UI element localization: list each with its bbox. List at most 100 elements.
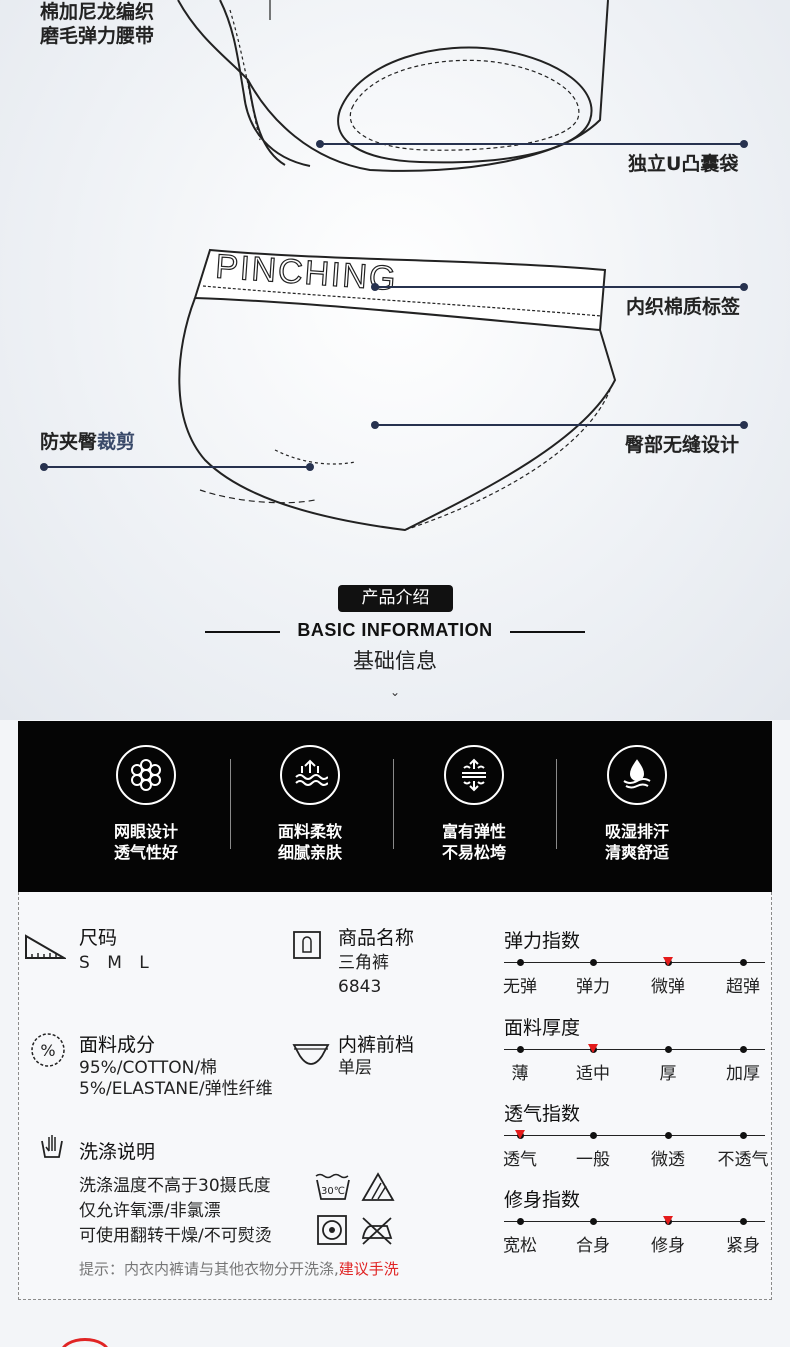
scale-dot	[665, 1132, 672, 1139]
scale-label: 透气	[503, 1150, 537, 1170]
chevron-down-icon: ⌄	[389, 685, 401, 699]
ruler-icon	[25, 934, 66, 959]
wash-temp-label: 30℃	[321, 1186, 345, 1197]
scale-title: 透气指数	[504, 1103, 581, 1125]
feature-moisture: 吸湿排汗 清爽舒适	[567, 745, 707, 863]
scale-dot	[517, 959, 524, 966]
scale-dot	[740, 1132, 747, 1139]
callout-leg-a: 防夹臀	[40, 431, 98, 453]
fabric-title: 面料成分	[79, 1034, 156, 1056]
pointer-dot	[740, 140, 748, 148]
scale-dot	[740, 959, 747, 966]
elastic-arrows-icon	[444, 745, 504, 805]
wash-30-icon: 30℃	[315, 1173, 350, 1200]
scale-selected-marker	[588, 1044, 598, 1053]
percent-icon: %	[31, 1033, 65, 1067]
wash-tip: 提示：内衣内裤请与其他衣物分开洗涤,建议手洗	[79, 1258, 399, 1279]
feature-mesh-line2: 透气性好	[113, 843, 178, 862]
scale-line	[504, 1135, 765, 1136]
scale-label: 厚	[659, 1064, 677, 1084]
hand-wash-icon	[41, 1135, 63, 1158]
scale-label: 微透	[651, 1150, 685, 1170]
product-illustration-area: 棉加尼龙编织 磨毛弹力腰带 独立U凸囊袋 PINCHING 内织棉质标签 臀部无…	[0, 0, 790, 720]
feature-elastic-line1: 富有弹性	[441, 822, 506, 841]
pointer-dot	[371, 283, 379, 291]
callout-pouch: 独立U凸囊袋	[628, 153, 739, 175]
scale-dot	[590, 1218, 597, 1225]
product-name-line2: 6843	[338, 977, 382, 997]
feature-divider	[556, 759, 557, 849]
wash-title: 洗涤说明	[79, 1141, 156, 1163]
scale-label: 薄	[511, 1064, 529, 1084]
pointer-dot	[316, 140, 324, 148]
scale-dot	[517, 1046, 524, 1053]
scale-label: 适中	[576, 1064, 610, 1084]
feature-divider	[230, 759, 231, 849]
scale-dot	[740, 1046, 747, 1053]
brand-badge	[60, 1338, 110, 1347]
soft-waves-icon	[280, 745, 340, 805]
section-title-cn: 基础信息	[353, 649, 437, 673]
feature-soft: 面料柔软 细腻亲肤	[240, 745, 380, 863]
feature-mesh-line1: 网眼设计	[113, 822, 178, 841]
scale-title: 面料厚度	[504, 1017, 581, 1039]
feature-mesh: 网眼设计 透气性好	[76, 745, 216, 863]
scale-title: 修身指数	[504, 1189, 581, 1211]
scale-label: 一般	[576, 1150, 610, 1170]
scale-title: 弹力指数	[504, 930, 581, 952]
feature-elastic: 富有弹性 不易松垮	[404, 745, 544, 863]
scale-dot	[517, 1218, 524, 1225]
tumble-dry-icon	[317, 1215, 347, 1245]
feature-soft-line1: 面料柔软	[277, 822, 342, 841]
scale-selected-marker	[663, 957, 673, 966]
fabric-line1: 95%/COTTON/棉	[79, 1058, 218, 1078]
scale-label: 无弹	[503, 977, 537, 997]
scale-line	[504, 1221, 765, 1222]
tag-icon	[293, 931, 321, 959]
scale-label: 紧身	[726, 1236, 760, 1256]
feature-moisture-line2: 清爽舒适	[604, 843, 669, 862]
pointer-pouch	[320, 143, 744, 145]
no-iron-icon	[361, 1217, 393, 1245]
feature-band: 网眼设计 透气性好 面料柔软 细腻亲肤 富有弹性 不易松垮	[18, 721, 772, 892]
brief-icon	[292, 1044, 330, 1065]
scale-label: 加厚	[726, 1064, 760, 1084]
pointer-dot	[306, 463, 314, 471]
wash-line3: 可使用翻转干燥/不可熨烫	[79, 1226, 272, 1246]
crotch-value: 单层	[338, 1058, 372, 1078]
feature-elastic-line2: 不易松垮	[441, 843, 506, 862]
water-drop-icon	[607, 745, 667, 805]
scale-label: 合身	[576, 1236, 610, 1256]
feature-soft-line2: 细腻亲肤	[277, 843, 342, 862]
scale-label: 弹力	[576, 977, 610, 997]
scale-dot	[590, 959, 597, 966]
size-title: 尺码	[79, 927, 118, 949]
scale-line	[504, 962, 765, 963]
pointer-dot	[371, 421, 379, 429]
scale-selected-marker	[663, 1216, 673, 1225]
scale-label: 宽松	[503, 1236, 537, 1256]
callout-leg: 防夹臀裁剪	[40, 430, 135, 454]
section-title-en: BASIC INFORMATION	[205, 620, 585, 644]
bleach-triangle-icon	[361, 1172, 395, 1201]
wash-line1: 洗涤温度不高于30摄氏度	[79, 1176, 271, 1196]
scale-label: 超弹	[726, 977, 760, 997]
size-value: S M L	[79, 953, 155, 973]
wash-tip-text: 提示：内衣内裤请与其他衣物分开洗涤,	[79, 1260, 339, 1278]
callout-label: 内织棉质标签	[626, 296, 741, 318]
callout-leg-b: 裁剪	[97, 431, 136, 453]
callout-waistband: 棉加尼龙编织 磨毛弹力腰带	[40, 0, 154, 48]
feature-divider	[393, 759, 394, 849]
scale-selected-marker	[515, 1130, 525, 1139]
feature-moisture-line1: 吸湿排汗	[604, 822, 669, 841]
brief-back-drawing: PINCHING	[178, 247, 617, 532]
pointer-dot	[740, 421, 748, 429]
info-panel	[18, 892, 772, 1300]
callout-seamless: 臀部无缝设计	[625, 434, 740, 456]
pointer-dot	[40, 463, 48, 471]
fabric-line2: 5%/ELASTANE/弹性纤维	[79, 1079, 273, 1099]
product-name-title: 商品名称	[338, 927, 415, 949]
wash-line2: 仅允许氧漂/非氯漂	[79, 1201, 221, 1221]
section-tag: 产品介绍	[338, 585, 453, 612]
pointer-seamless	[375, 424, 744, 426]
